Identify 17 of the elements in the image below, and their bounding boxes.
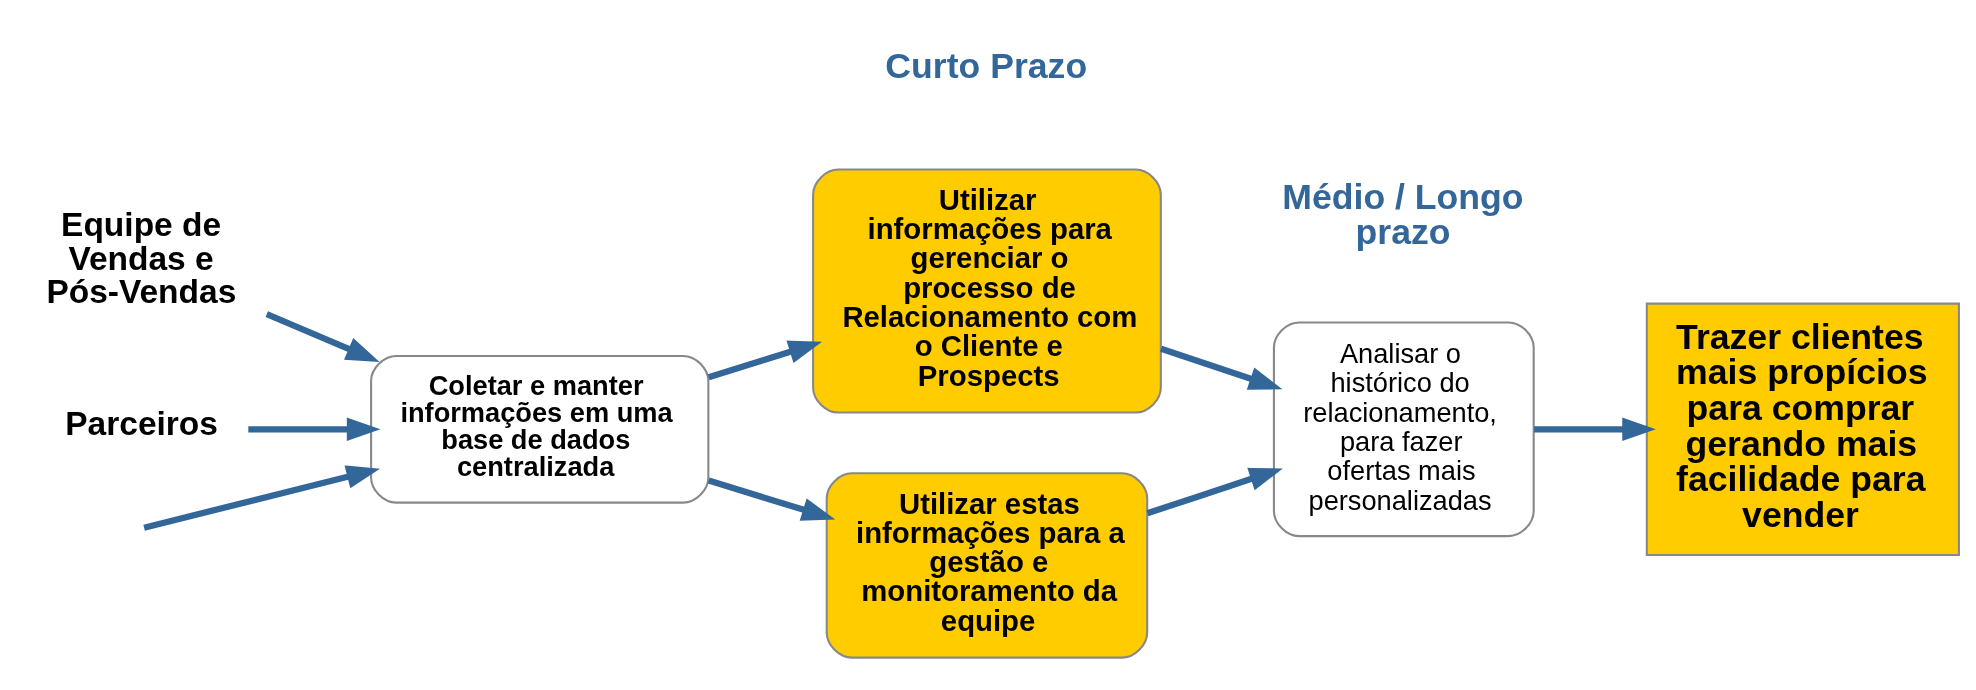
node-box: Coletar e manter informações em uma base de dados centralizada xyxy=(370,354,710,504)
label: Curto Prazo xyxy=(885,45,1088,86)
arrow xyxy=(1534,417,1656,441)
arrow xyxy=(1160,345,1283,390)
arrow xyxy=(707,477,836,521)
node-text: Equipe de Vendas e Pós-Vendas xyxy=(46,205,237,310)
arrow xyxy=(1146,467,1283,516)
label: Médio / Longo prazo xyxy=(1282,176,1524,252)
arrow xyxy=(265,310,380,362)
arrow xyxy=(248,417,381,441)
arrow xyxy=(707,340,823,380)
node-box: Utilizar estas informações para a gestão e monitoramento da equipe xyxy=(825,471,1149,659)
node-box: Trazer clientes mais propícios para comprar gerando mais facilidade para vender xyxy=(1645,302,1960,556)
node-box: Analisar o histórico do relacionamento, para fazer ofertas mais personalizadas xyxy=(1272,320,1535,537)
arrow xyxy=(143,464,380,531)
node-text: Parceiros xyxy=(65,404,218,442)
node-box: Utilizar informações para gerenciar o processo de Relacionamento com o Cliente e Prospects xyxy=(812,168,1162,414)
